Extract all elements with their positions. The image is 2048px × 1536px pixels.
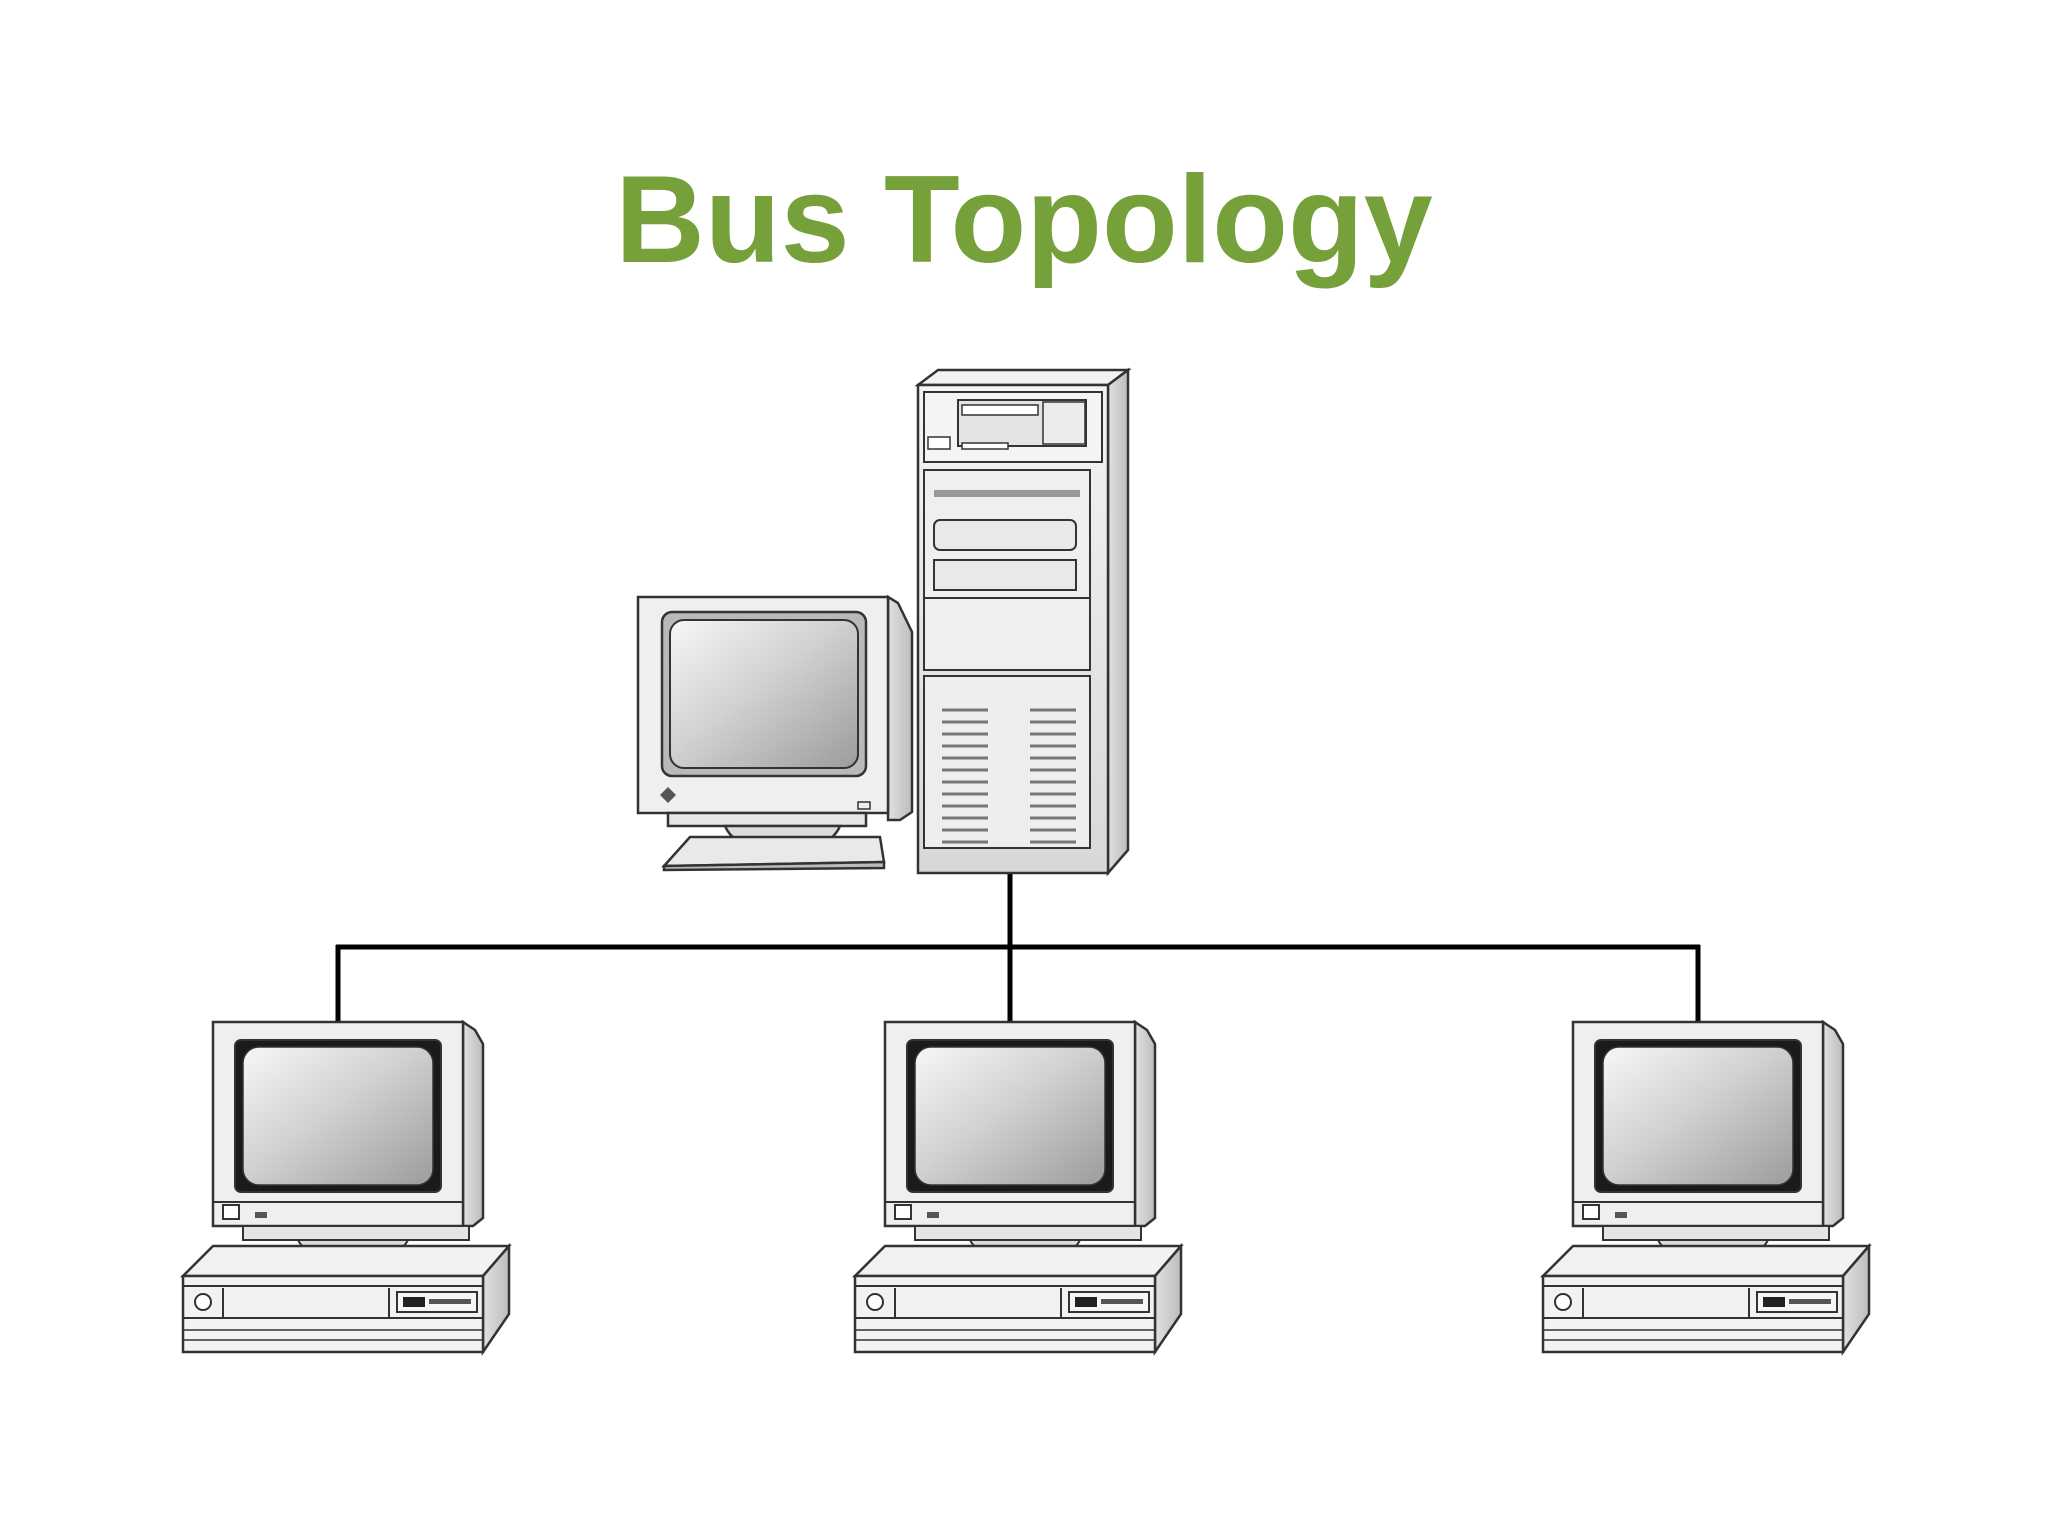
workstation-3 <box>1541 1020 1871 1354</box>
server-tower-icon <box>914 367 1132 877</box>
server-monitor-icon <box>636 594 914 872</box>
workstation-2 <box>853 1020 1183 1354</box>
desktop-computer-icon <box>1541 1020 1871 1354</box>
desktop-computer-icon <box>181 1020 511 1354</box>
slide-title: Bus Topology <box>615 151 1433 289</box>
desktop-computer-icon <box>853 1020 1183 1354</box>
bus-cable <box>335 873 1701 1022</box>
workstation-1 <box>181 1020 511 1354</box>
